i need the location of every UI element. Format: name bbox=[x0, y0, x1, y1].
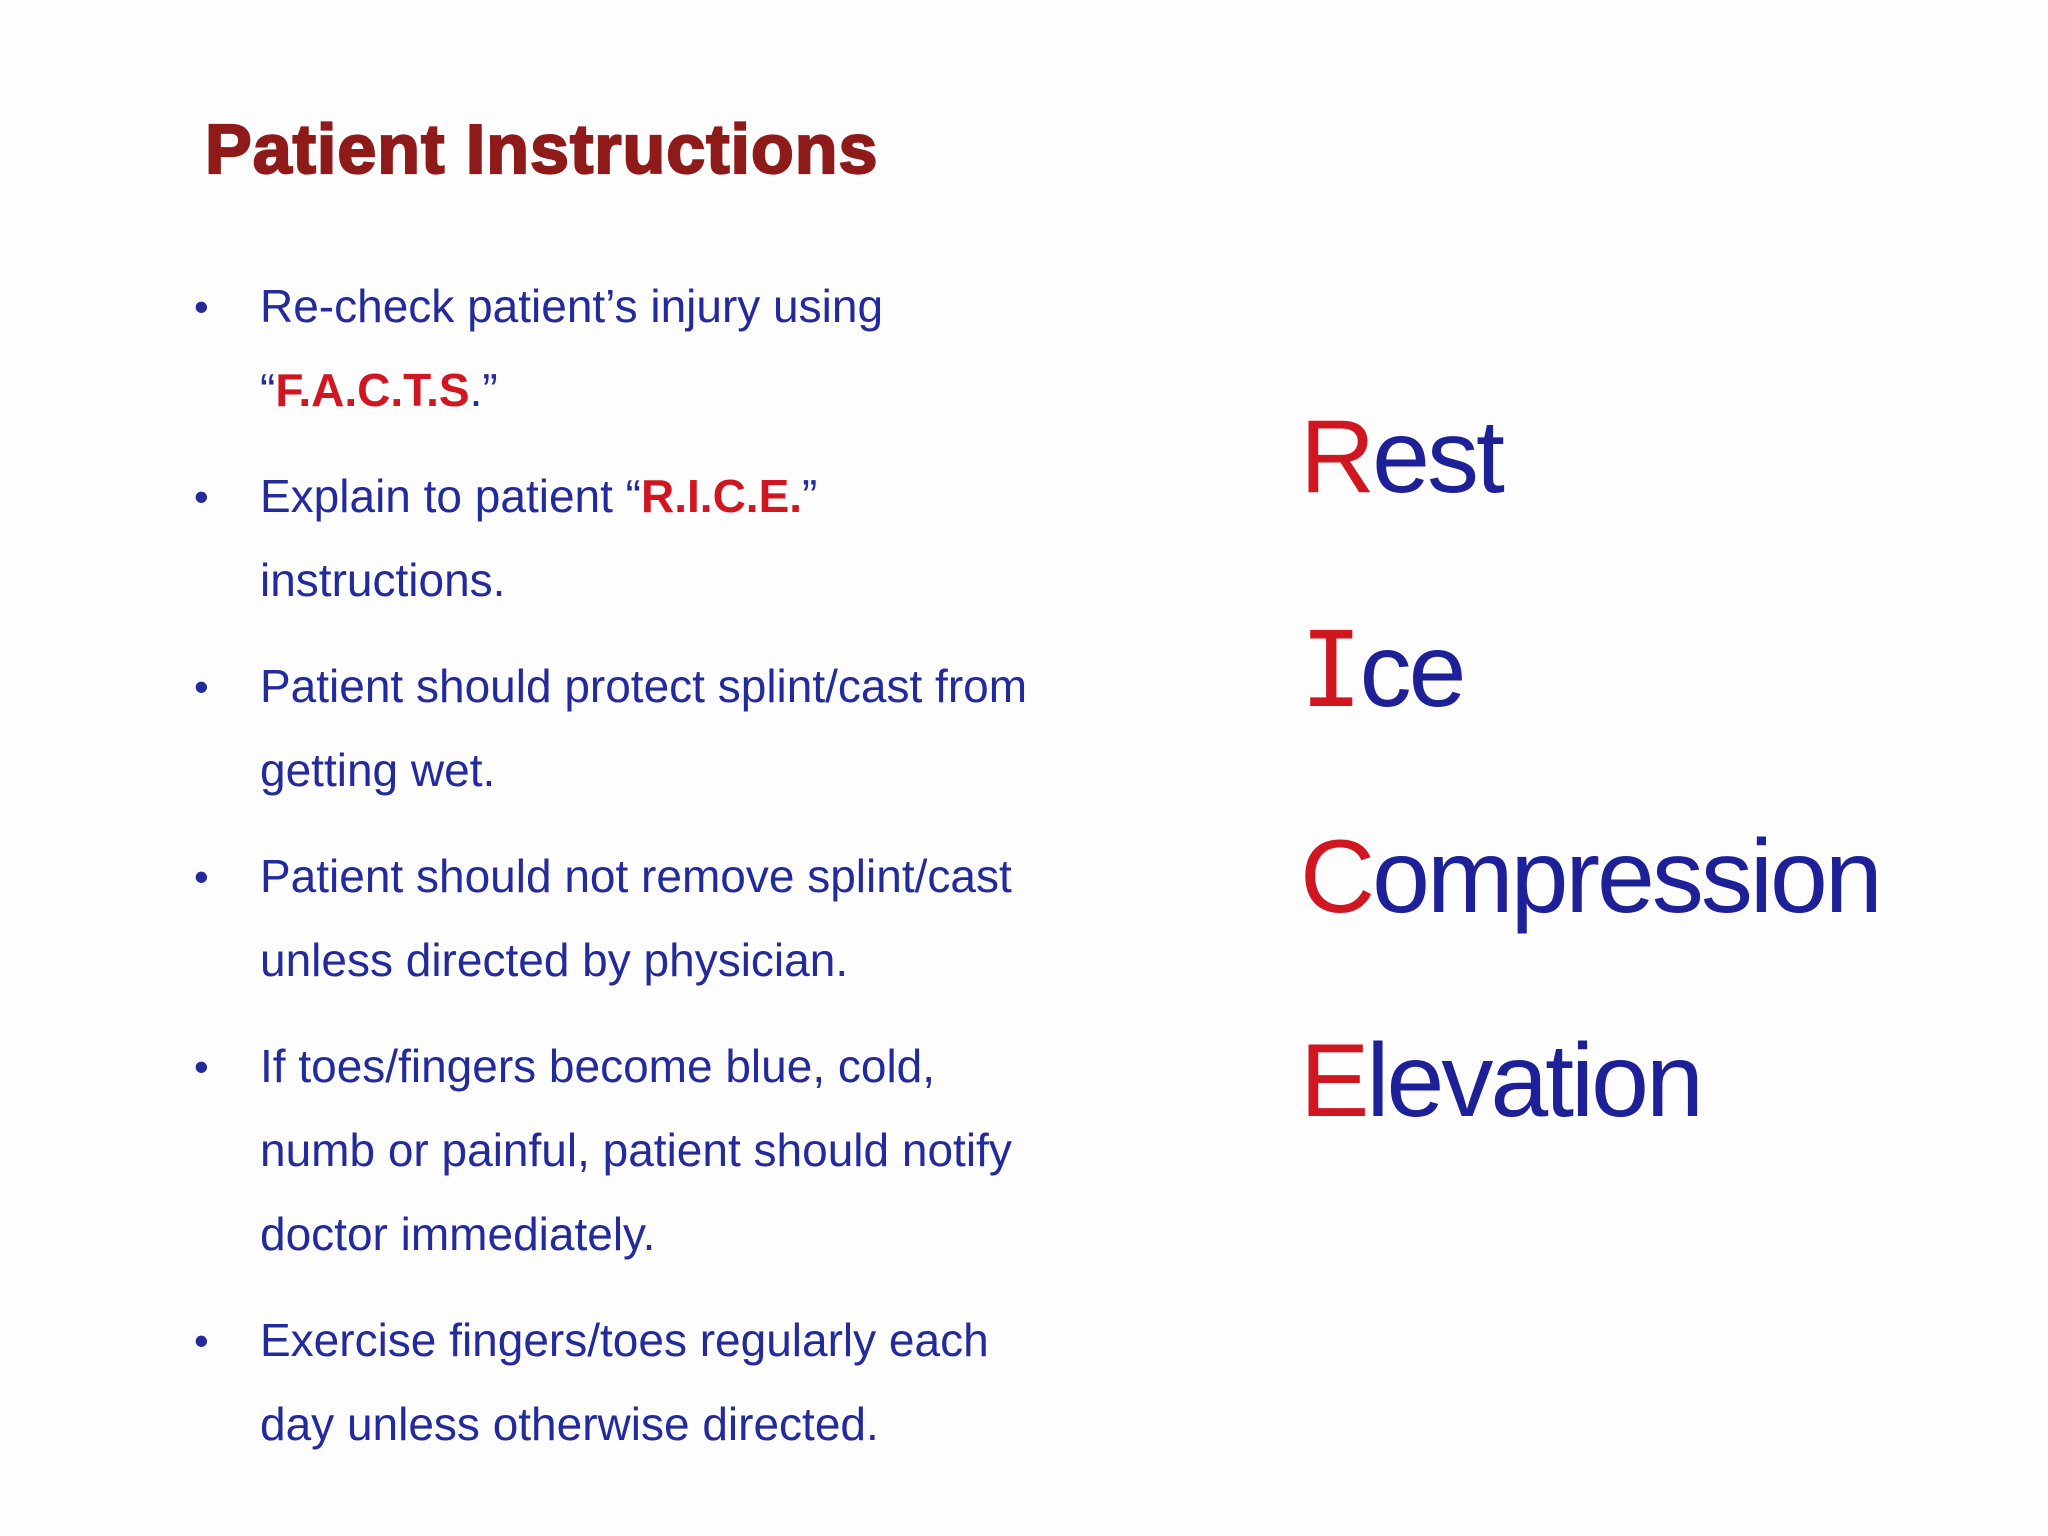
bullet-text: If toes/fingers become blue, cold, bbox=[260, 1040, 936, 1092]
rice-word-ice: Ice bbox=[1300, 618, 1466, 723]
rice-word-elevation: Elevation bbox=[1300, 1029, 1704, 1133]
quote-mark: “ bbox=[260, 364, 276, 416]
bullet-text: .” bbox=[469, 364, 498, 416]
bullet-icon: • bbox=[194, 663, 209, 710]
bullet-text: Explain to patient “ bbox=[260, 470, 642, 522]
bullet-icon: • bbox=[194, 473, 209, 520]
bullet-icon: • bbox=[194, 283, 209, 330]
rice-word-compression: Compression bbox=[1300, 825, 1883, 929]
rice-initial-c: C bbox=[1300, 819, 1375, 935]
bullet-item-protect-splint: • Patient should protect splint/cast fro… bbox=[190, 644, 1170, 812]
bullet-icon: • bbox=[194, 1317, 209, 1364]
bullet-item-exercise: • Exercise fingers/toes regularly each d… bbox=[190, 1298, 1170, 1466]
bullet-list: • Re-check patient’s injury using “F.A.C… bbox=[190, 264, 1170, 1488]
rice-word-body: est bbox=[1372, 399, 1505, 515]
bullet-text: doctor immediately. bbox=[260, 1208, 656, 1260]
bullet-icon: • bbox=[194, 853, 209, 900]
quote-mark: ” bbox=[802, 470, 818, 522]
bullet-item-notify-doctor: • If toes/fingers become blue, cold, num… bbox=[190, 1024, 1170, 1276]
bullet-text: Patient should protect splint/cast from bbox=[260, 660, 1028, 712]
rice-word-rest: Rest bbox=[1300, 405, 1505, 509]
page-title: Patient Instructions bbox=[204, 109, 879, 189]
rice-initial-r: R bbox=[1300, 399, 1375, 515]
bullet-text: Exercise fingers/toes regularly each bbox=[260, 1314, 989, 1366]
bullet-text: instructions. bbox=[260, 554, 506, 606]
bullet-item-explain-rice: • Explain to patient “R.I.C.E.” instruct… bbox=[190, 454, 1170, 622]
bullet-item-recheck: • Re-check patient’s injury using “F.A.C… bbox=[190, 264, 1170, 432]
rice-initial-e: E bbox=[1300, 1023, 1369, 1139]
bullet-text: getting wet. bbox=[260, 744, 496, 796]
bullet-text: Patient should not remove splint/cast bbox=[260, 850, 1012, 902]
bullet-icon: • bbox=[194, 1043, 209, 1090]
rice-word-body: levation bbox=[1366, 1023, 1703, 1139]
rice-word-body: ompression bbox=[1372, 819, 1883, 935]
bullet-text: numb or painful, patient should notify bbox=[260, 1124, 1012, 1176]
bullet-text: Re-check patient’s injury using bbox=[260, 280, 884, 332]
bullet-item-not-remove: • Patient should not remove splint/cast … bbox=[190, 834, 1170, 1002]
rice-word-body: ce bbox=[1359, 613, 1467, 729]
facts-acronym: F.A.C.T.S bbox=[275, 364, 470, 416]
rice-initial-i: I bbox=[1300, 609, 1363, 731]
rice-acronym: R.I.C.E. bbox=[641, 470, 803, 522]
bullet-text: day unless otherwise directed. bbox=[260, 1398, 879, 1450]
bullet-text: unless directed by physician. bbox=[260, 934, 849, 986]
